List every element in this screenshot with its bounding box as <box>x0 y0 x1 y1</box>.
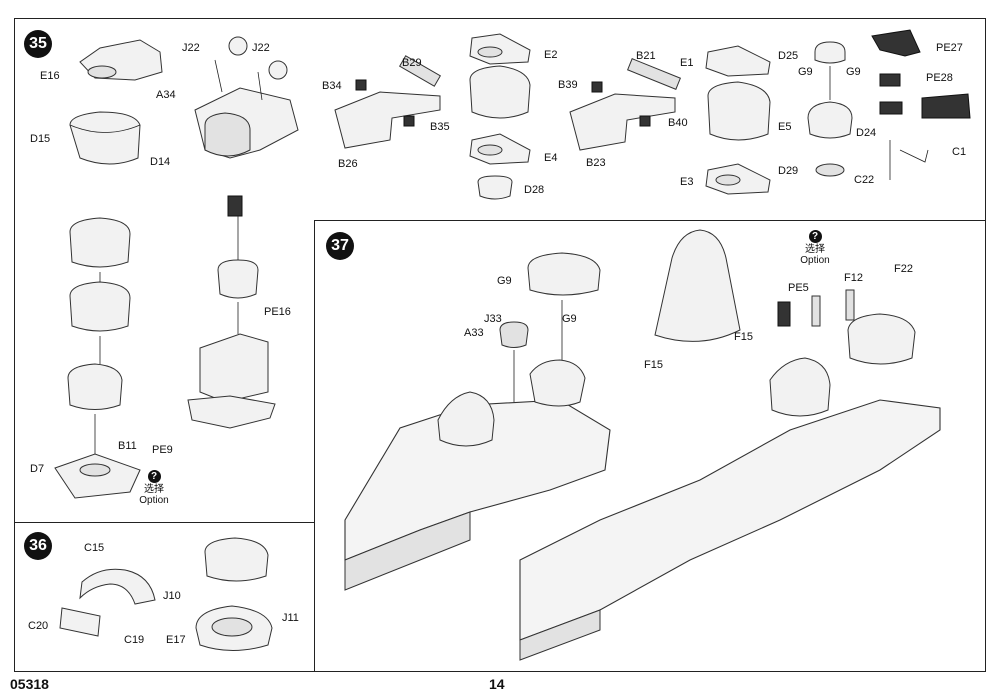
part-d15-d14 <box>69 111 141 165</box>
label-b21: B21 <box>636 50 656 62</box>
label-e1: E1 <box>680 57 694 69</box>
label-g9-right: G9 <box>562 313 577 325</box>
step-35-badge: 35 <box>24 30 52 58</box>
label-b35: B35 <box>430 121 450 133</box>
label-f15-a: F15 <box>644 359 663 371</box>
option-en: Option <box>800 255 830 266</box>
option-en: Option <box>139 495 169 506</box>
label-g9-left: G9 <box>497 275 512 287</box>
label-pe16: PE16 <box>264 306 291 318</box>
label-g9-b: G9 <box>846 66 861 78</box>
label-pe27: PE27 <box>936 42 963 54</box>
label-pe5: PE5 <box>788 282 809 294</box>
part-pe27-pe28 <box>871 29 971 180</box>
option-note-35: ? 选择 Option <box>134 470 174 506</box>
label-d29: D29 <box>778 165 799 177</box>
label-d7: D7 <box>30 463 45 475</box>
label-pe9: PE9 <box>152 444 173 456</box>
label-e5: E5 <box>778 121 792 133</box>
option-question-icon: ? <box>808 230 822 243</box>
label-e3: E3 <box>680 176 694 188</box>
label-d14: D14 <box>150 156 171 168</box>
label-b26: B26 <box>338 158 358 170</box>
part-b23-assembly <box>569 58 682 151</box>
label-e17: E17 <box>166 634 186 646</box>
label-b11: B11 <box>118 440 137 452</box>
part-e2-e4-d28 <box>469 33 531 200</box>
label-pe28: PE28 <box>926 72 953 84</box>
page-number: 14 <box>489 676 505 692</box>
label-j10: J10 <box>163 590 181 602</box>
part-tower-center <box>187 195 276 429</box>
label-e2: E2 <box>544 49 558 61</box>
label-g9-a: G9 <box>798 66 813 78</box>
part-hull-left <box>344 252 611 591</box>
label-j22-a: J22 <box>182 42 200 54</box>
label-e4: E4 <box>544 152 558 164</box>
label-a34: A34 <box>156 89 176 101</box>
label-d15: D15 <box>30 133 51 145</box>
option-zh: 选择 <box>805 244 825 255</box>
step-36-badge: 36 <box>24 532 52 560</box>
label-c1: C1 <box>952 146 967 158</box>
product-code: 05318 <box>10 676 49 692</box>
label-b34: B34 <box>322 80 342 92</box>
step-37-badge: 37 <box>326 232 354 260</box>
label-b39: B39 <box>558 79 578 91</box>
part-d25-e5 <box>807 41 853 177</box>
option-zh: 选择 <box>144 484 164 495</box>
label-f15-b: F15 <box>734 331 753 343</box>
label-f22: F22 <box>894 263 913 275</box>
label-d24: D24 <box>856 127 877 139</box>
label-c20: C20 <box>28 620 49 632</box>
label-j22-b: J22 <box>252 42 270 54</box>
label-d25: D25 <box>778 50 799 62</box>
label-j11: J11 <box>282 612 299 624</box>
part-b26-assembly <box>334 55 442 149</box>
part-stack-left <box>54 217 141 499</box>
part-hull-right <box>519 229 941 661</box>
label-f12: F12 <box>844 272 863 284</box>
label-c15: C15 <box>84 542 105 554</box>
label-b40: B40 <box>668 117 688 129</box>
label-a33: A33 <box>464 327 484 339</box>
part-e1-e3 <box>705 45 771 195</box>
label-c22: C22 <box>854 174 875 186</box>
part-step-36 <box>59 537 273 651</box>
step-36-panel <box>14 522 316 672</box>
label-j33: J33 <box>484 313 502 325</box>
label-e16: E16 <box>40 70 60 82</box>
label-b23: B23 <box>586 157 606 169</box>
part-e16 <box>79 39 163 81</box>
label-c19: C19 <box>124 634 145 646</box>
option-question-icon: ? <box>147 470 161 483</box>
part-base-a34 <box>194 36 299 159</box>
option-note-37: ? 选择 Option <box>795 230 835 266</box>
label-d28: D28 <box>524 184 545 196</box>
label-b29: B29 <box>402 57 422 69</box>
